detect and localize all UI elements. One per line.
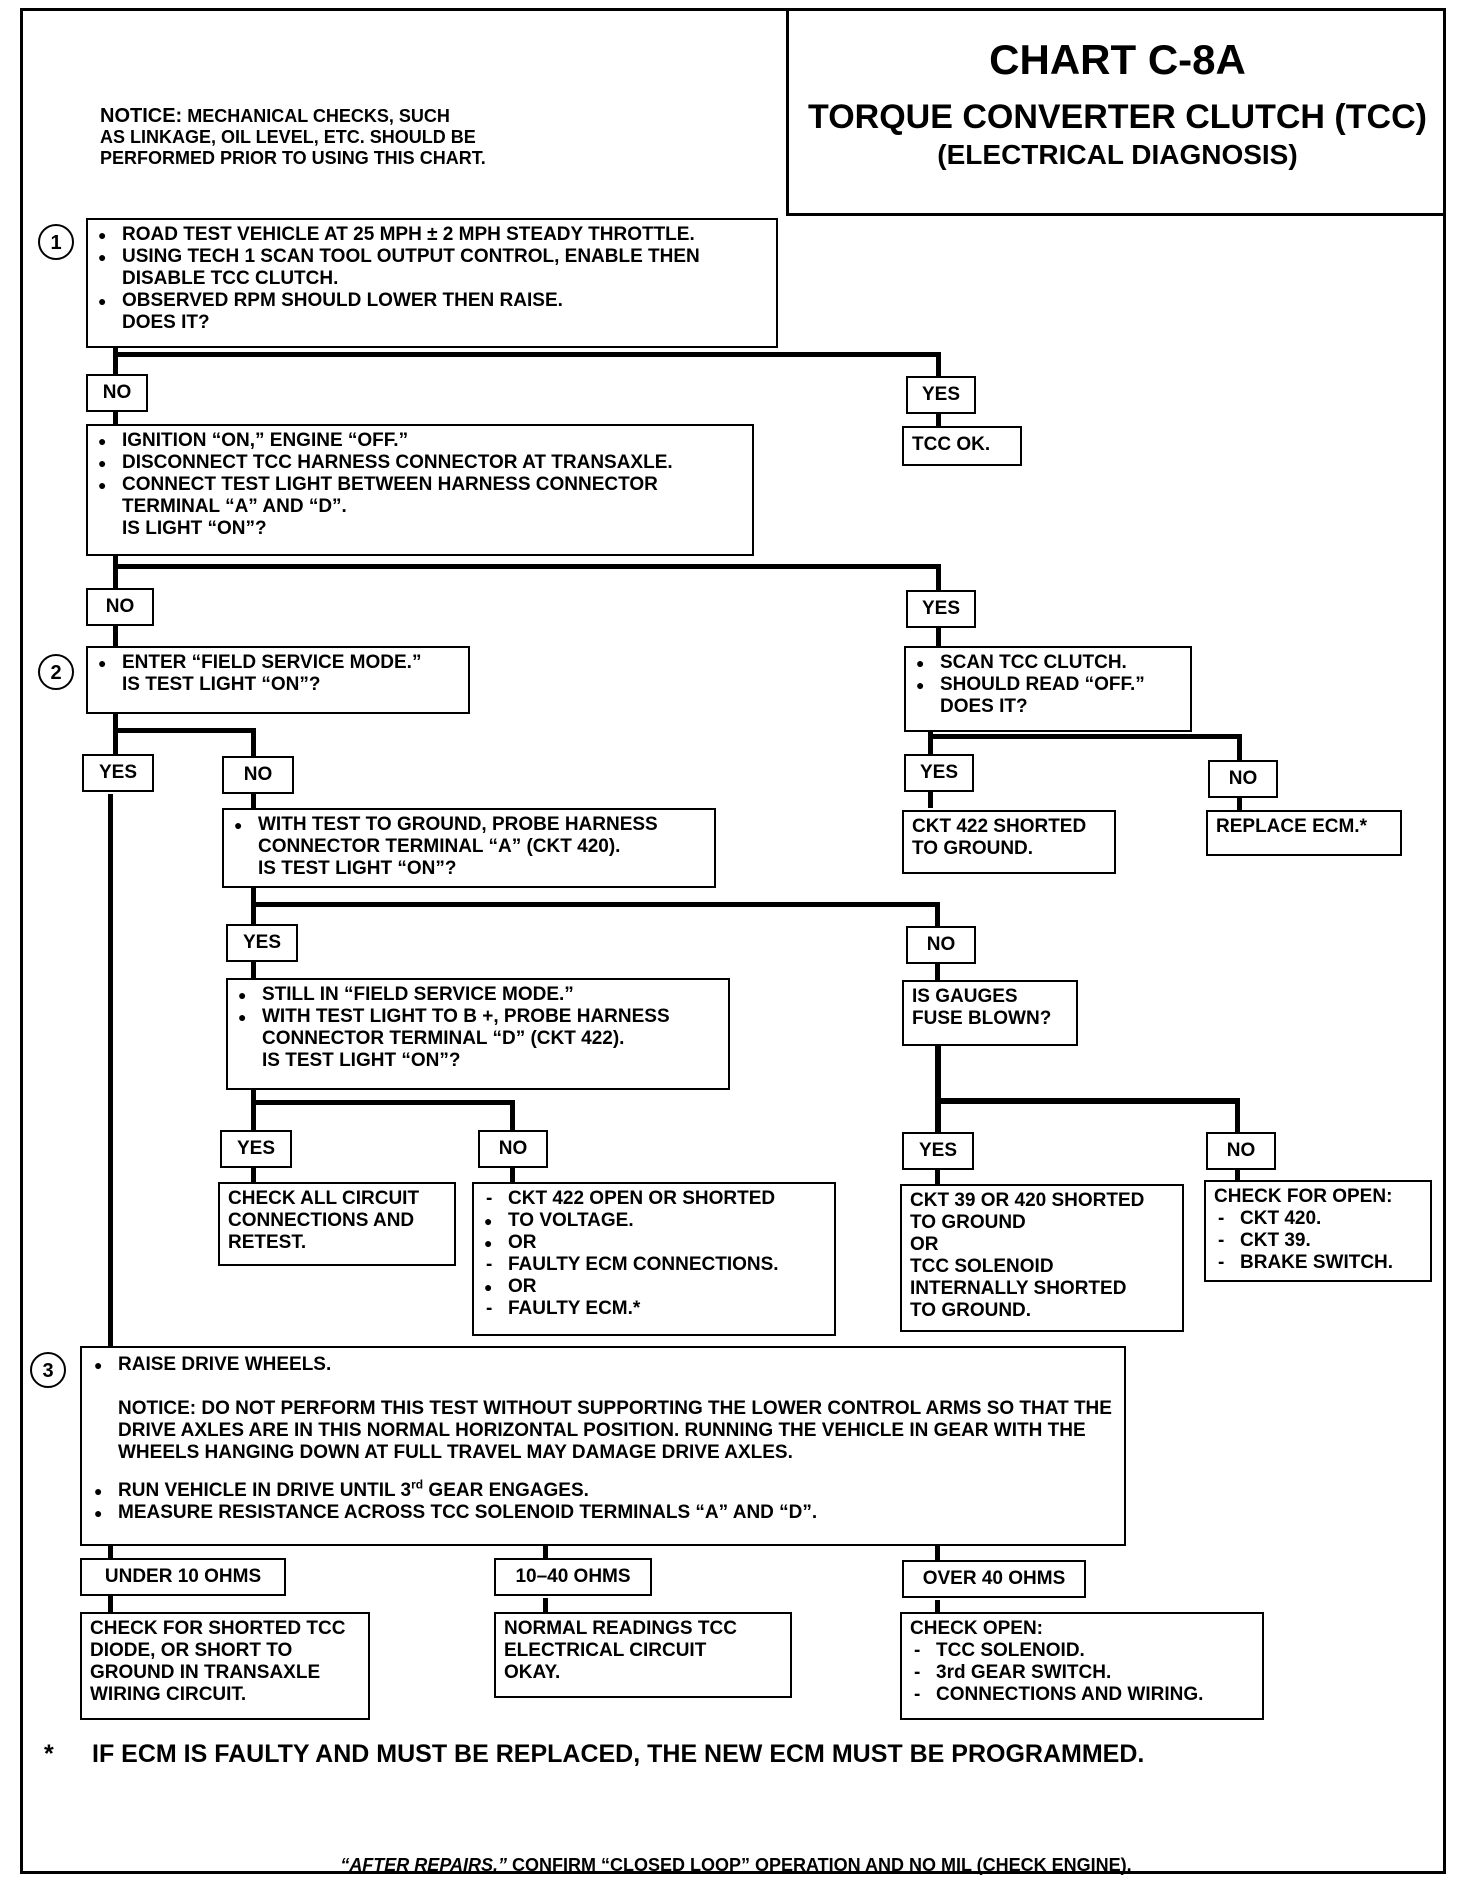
probe-terminal-a-box: WITH TEST TO GROUND, PROBE HARNESS CONNE…	[222, 808, 716, 888]
no-label: NO	[1208, 760, 1278, 798]
yes-label: YES	[82, 754, 154, 792]
10-40-ohms-label: 10–40 OHMS	[494, 1558, 652, 1596]
over-40-ohms-label: OVER 40 OHMS	[902, 1560, 1086, 1598]
step-marker-2: 2	[38, 654, 74, 690]
field-service-mode-box: ENTER “FIELD SERVICE MODE.”IS TEST LIGHT…	[86, 646, 470, 714]
no-label: NO	[86, 374, 148, 412]
yes-label: YES	[906, 590, 976, 628]
page-frame	[20, 8, 1446, 1874]
yes-label: YES	[220, 1130, 292, 1168]
chart-title: CHART C-8A	[989, 36, 1246, 83]
yes-label: YES	[906, 376, 976, 414]
raise-drive-wheels-box: RAISE DRIVE WHEELS. NOTICE: DO NOT PERFO…	[80, 1346, 1126, 1546]
tcc-ok-box: TCC OK.	[902, 426, 1022, 466]
yes-label: YES	[902, 1132, 974, 1170]
chart-name: TORQUE CONVERTER CLUTCH (TCC)	[808, 98, 1427, 136]
step-marker-1: 1	[38, 224, 74, 260]
probe-terminal-d-box: STILL IN “FIELD SERVICE MODE.” WITH TEST…	[226, 978, 730, 1090]
road-test-box: ROAD TEST VEHICLE AT 25 MPH ± 2 MPH STEA…	[86, 218, 778, 348]
no-label: NO	[1206, 1132, 1276, 1170]
scan-tcc-box: SCAN TCC CLUTCH. SHOULD READ “OFF.”DOES …	[904, 646, 1192, 732]
chart-subtitle: (ELECTRICAL DIAGNOSIS)	[937, 139, 1298, 170]
title-block: CHART C-8A TORQUE CONVERTER CLUTCH (TCC)…	[786, 8, 1446, 216]
ckt422-open-box: CKT 422 OPEN OR SHORTED TO VOLTAGE. OR F…	[472, 1182, 836, 1336]
after-repairs-note: “AFTER REPAIRS,” CONFIRM “CLOSED LOOP” O…	[340, 1855, 1132, 1875]
yes-label: YES	[904, 754, 974, 792]
no-label: NO	[86, 588, 154, 626]
check-for-open-box: CHECK FOR OPEN: CKT 420. CKT 39. BRAKE S…	[1204, 1180, 1432, 1282]
yes-label: YES	[226, 924, 298, 962]
ecm-footnote: *IF ECM IS FAULTY AND MUST BE REPLACED, …	[44, 1740, 1145, 1768]
check-open-solenoid-box: CHECK OPEN: TCC SOLENOID. 3rd GEAR SWITC…	[900, 1612, 1264, 1720]
no-label: NO	[222, 756, 294, 794]
no-label: NO	[906, 926, 976, 964]
under-10-ohms-label: UNDER 10 OHMS	[80, 1558, 286, 1596]
ignition-test-box: IGNITION “ON,” ENGINE “OFF.” DISCONNECT …	[86, 424, 754, 556]
notice-text: NOTICE: MECHANICAL CHECKS, SUCH AS LINKA…	[100, 105, 486, 169]
step-marker-3: 3	[30, 1352, 66, 1388]
no-label: NO	[478, 1130, 548, 1168]
replace-ecm-box: REPLACE ECM.*	[1206, 810, 1402, 856]
